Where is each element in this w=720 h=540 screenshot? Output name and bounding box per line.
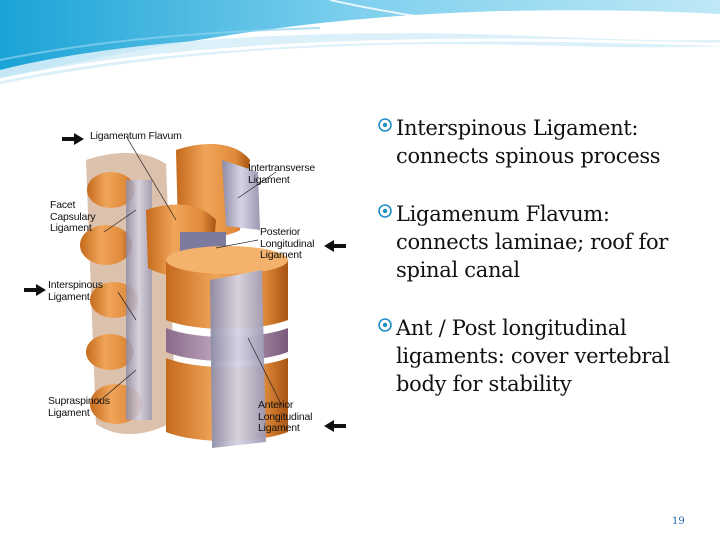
label-interspinous-ligament: Interspinous Ligament (48, 279, 103, 303)
bullet-marker-icon (378, 318, 392, 332)
bullet-text: Interspinous Ligament: connects spinous … (396, 116, 661, 168)
bullet-marker-icon (378, 118, 392, 132)
arrow-left-icon (324, 240, 346, 252)
bullet-text: Ant / Post longitudinal ligaments: cover… (396, 316, 670, 396)
label-supraspinous-ligament: Supraspinous Ligament (48, 395, 110, 419)
vertebral-column-drawing (80, 135, 288, 448)
bullet-text: Ligamenum Flavum: connects laminae; roof… (396, 202, 669, 282)
bullet-list: Interspinous Ligament: connects spinous … (378, 114, 698, 428)
page-number: 19 (672, 516, 685, 527)
bullet-item: Interspinous Ligament: connects spinous … (378, 114, 698, 170)
label-facet-capsulary-ligament: Facet Capsulary Ligament (50, 199, 96, 234)
spine-ligament-illustration: Ligamentum Flavum Intertransverse Ligame… (26, 120, 342, 452)
bullet-marker-icon (378, 204, 392, 218)
label-anterior-longitudinal-ligament: Anterior Longitudinal Ligament (258, 399, 313, 434)
label-intertransverse-ligament: Intertransverse Ligament (248, 162, 316, 186)
label-ligamentum-flavum: Ligamentum Flavum (90, 130, 182, 142)
arrow-left-icon (324, 420, 346, 432)
bullet-item: Ant / Post longitudinal ligaments: cover… (378, 314, 698, 398)
arrow-right-icon (62, 133, 84, 145)
header-wave-decoration (0, 0, 720, 84)
bullet-item: Ligamenum Flavum: connects laminae; roof… (378, 200, 698, 284)
label-posterior-longitudinal-ligament: Posterior Longitudinal Ligament (260, 226, 315, 261)
arrow-right-icon (24, 284, 46, 296)
